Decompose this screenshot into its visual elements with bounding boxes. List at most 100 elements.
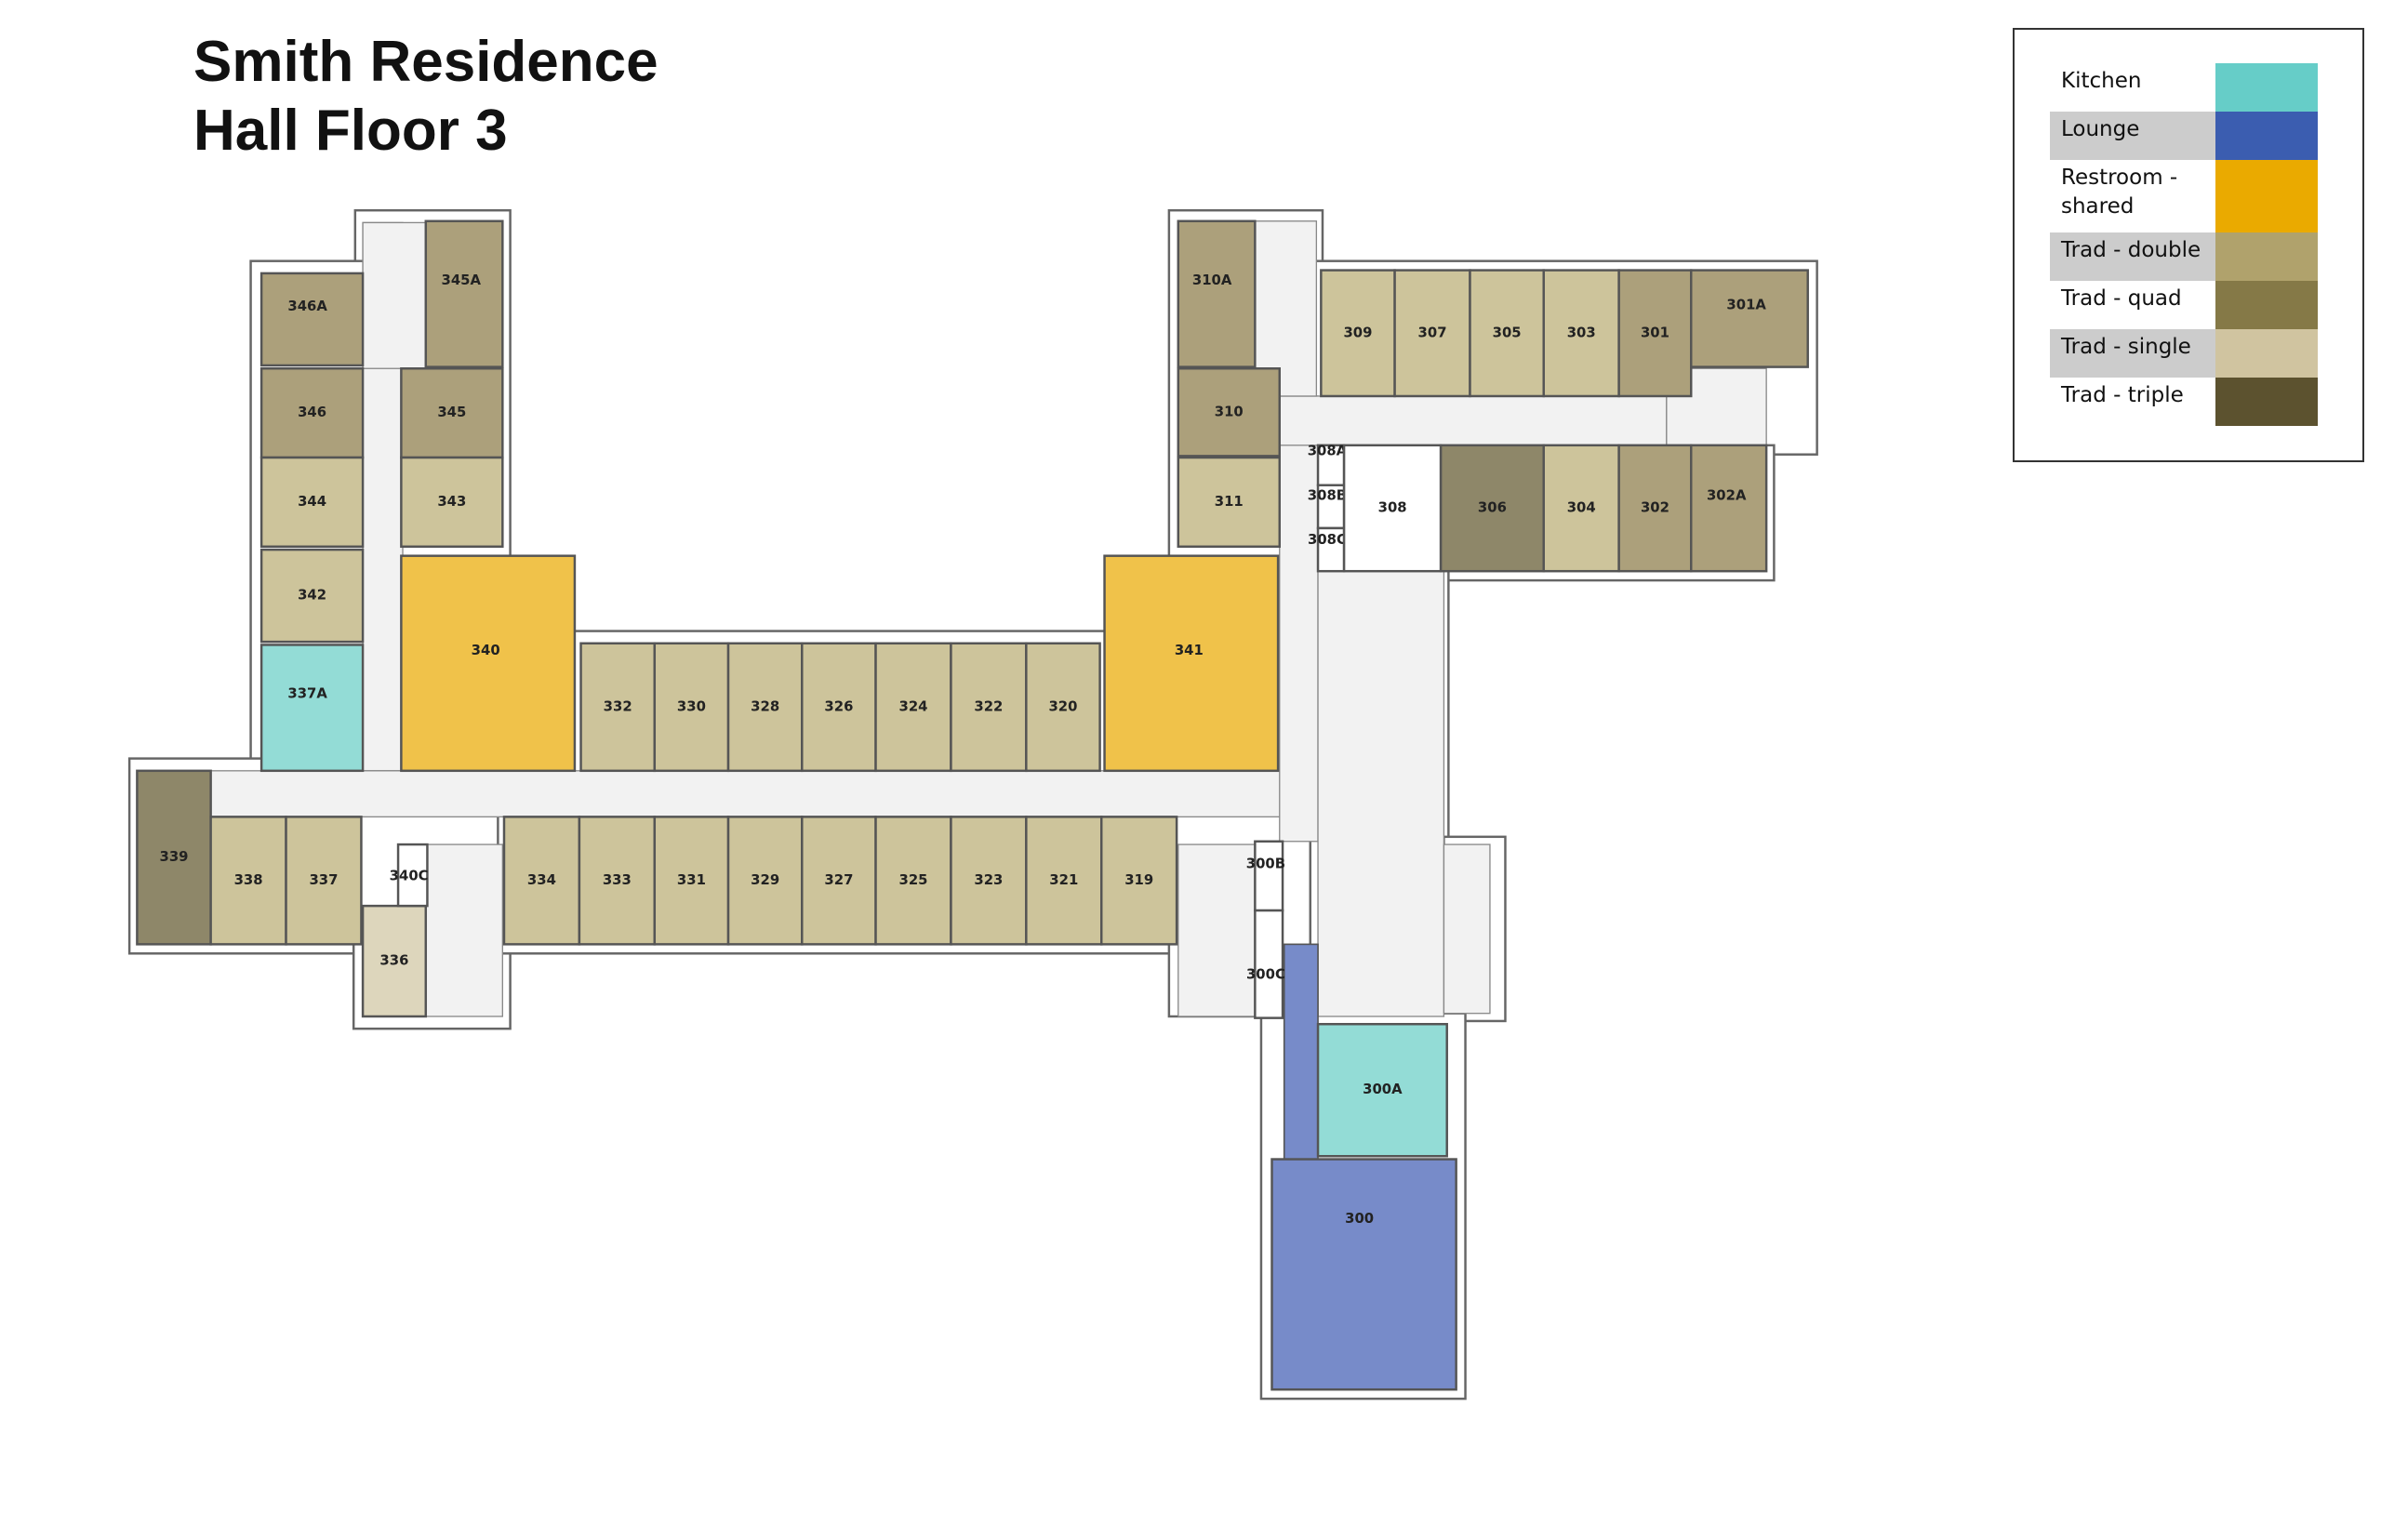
room-label: 301 bbox=[1641, 324, 1669, 340]
room-label: 345 bbox=[437, 404, 466, 420]
title-line-1: Smith Residence bbox=[193, 30, 658, 94]
room-333[interactable] bbox=[578, 816, 657, 946]
room-label: 334 bbox=[527, 871, 556, 888]
room-label: 333 bbox=[603, 871, 632, 888]
room-label: 332 bbox=[604, 697, 632, 714]
room-332[interactable] bbox=[579, 642, 657, 773]
room-310A[interactable] bbox=[1177, 219, 1257, 368]
corridor bbox=[362, 221, 427, 369]
room-341[interactable] bbox=[1103, 554, 1280, 773]
room-340[interactable] bbox=[400, 554, 577, 773]
room-label: 326 bbox=[824, 697, 853, 714]
room-337A[interactable] bbox=[259, 644, 365, 773]
room-346[interactable] bbox=[259, 367, 365, 459]
corridor bbox=[1279, 395, 1668, 446]
room-300[interactable] bbox=[1270, 1158, 1457, 1391]
corridor bbox=[1279, 395, 1319, 843]
room-340C[interactable] bbox=[396, 843, 429, 908]
corridor bbox=[425, 843, 503, 1017]
room-334[interactable] bbox=[502, 816, 581, 946]
room-label: 346 bbox=[298, 404, 326, 420]
room-label: 300C bbox=[1246, 965, 1285, 982]
room-343[interactable] bbox=[400, 456, 504, 549]
room-label: 342 bbox=[298, 587, 326, 604]
room-325[interactable] bbox=[874, 816, 952, 946]
title-line-2: Hall Floor 3 bbox=[193, 99, 508, 163]
room-label: 311 bbox=[1215, 493, 1244, 510]
room-label: 330 bbox=[677, 697, 706, 714]
room-323[interactable] bbox=[950, 816, 1028, 946]
room-label: 304 bbox=[1567, 498, 1596, 515]
room-304[interactable] bbox=[1542, 444, 1620, 573]
legend-label: Trad - triple bbox=[2061, 383, 2184, 407]
room-345A[interactable] bbox=[424, 219, 504, 368]
room-label: 345A bbox=[442, 272, 482, 288]
room-label: 336 bbox=[379, 952, 408, 969]
legend-label: Kitchen bbox=[2061, 69, 2142, 93]
room-label: 321 bbox=[1049, 871, 1078, 888]
room-306[interactable] bbox=[1439, 444, 1545, 573]
room-338[interactable] bbox=[209, 816, 287, 946]
room-label: 328 bbox=[751, 697, 779, 714]
room-label: 300B bbox=[1246, 856, 1285, 872]
room-label: 337 bbox=[309, 871, 338, 888]
room-label: 322 bbox=[974, 697, 1003, 714]
room-label: 340 bbox=[472, 642, 500, 658]
room-328[interactable] bbox=[726, 642, 804, 773]
legend-label: Trad - single bbox=[2050, 329, 2215, 378]
room-label: 306 bbox=[1478, 498, 1507, 515]
legend-swatch bbox=[2215, 329, 2318, 378]
room-label: 319 bbox=[1124, 871, 1153, 888]
legend-swatch bbox=[2215, 281, 2318, 329]
legend-item: Restroom - shared bbox=[2050, 160, 2318, 232]
room-301A[interactable] bbox=[1690, 269, 1809, 368]
room-label: 327 bbox=[824, 871, 853, 888]
legend-item: Trad - double bbox=[2050, 232, 2318, 281]
room-label: 303 bbox=[1567, 324, 1596, 340]
room-336[interactable] bbox=[361, 904, 428, 1018]
room-346A[interactable] bbox=[259, 272, 365, 367]
corridor bbox=[1254, 220, 1318, 397]
room-308[interactable] bbox=[1342, 444, 1443, 573]
room-301[interactable] bbox=[1617, 269, 1693, 398]
room-label: 346A bbox=[287, 298, 327, 314]
room-label: 323 bbox=[974, 871, 1003, 888]
corridor bbox=[1443, 843, 1491, 1015]
room-345[interactable] bbox=[400, 367, 504, 459]
room-300C[interactable] bbox=[1254, 909, 1284, 1019]
map-title: Smith Residence Hall Floor 3 bbox=[193, 28, 658, 166]
room-label: 325 bbox=[898, 871, 927, 888]
room-342[interactable] bbox=[259, 548, 365, 644]
room-310[interactable] bbox=[1177, 367, 1281, 458]
room-311[interactable] bbox=[1177, 456, 1281, 549]
room-302A[interactable] bbox=[1690, 444, 1768, 573]
room-319[interactable] bbox=[1100, 816, 1178, 946]
room-305[interactable] bbox=[1469, 269, 1545, 398]
room-label: 300 bbox=[1345, 1210, 1374, 1227]
legend-label: Trad - double bbox=[2050, 232, 2215, 281]
room-322[interactable] bbox=[950, 642, 1028, 773]
room-324[interactable] bbox=[874, 642, 952, 773]
room-344[interactable] bbox=[259, 456, 365, 549]
room-label: 309 bbox=[1343, 324, 1372, 340]
room-321[interactable] bbox=[1025, 816, 1103, 946]
room-302[interactable] bbox=[1617, 444, 1693, 573]
room-label: 324 bbox=[898, 697, 927, 714]
room-300A[interactable] bbox=[1316, 1023, 1448, 1158]
room-307[interactable] bbox=[1393, 269, 1471, 398]
room-300B[interactable] bbox=[1254, 840, 1284, 912]
room-329[interactable] bbox=[726, 816, 804, 946]
room-label: 305 bbox=[1493, 324, 1522, 340]
room-label: 337A bbox=[287, 684, 327, 701]
legend-item: Trad - quad bbox=[2050, 281, 2318, 329]
room-303[interactable] bbox=[1542, 269, 1620, 398]
legend-item: Kitchen bbox=[2050, 63, 2318, 112]
room-label: 331 bbox=[677, 871, 706, 888]
legend-swatch bbox=[2215, 63, 2318, 112]
room-337[interactable] bbox=[285, 816, 363, 946]
room-326[interactable] bbox=[801, 642, 877, 773]
room-320[interactable] bbox=[1025, 642, 1101, 773]
